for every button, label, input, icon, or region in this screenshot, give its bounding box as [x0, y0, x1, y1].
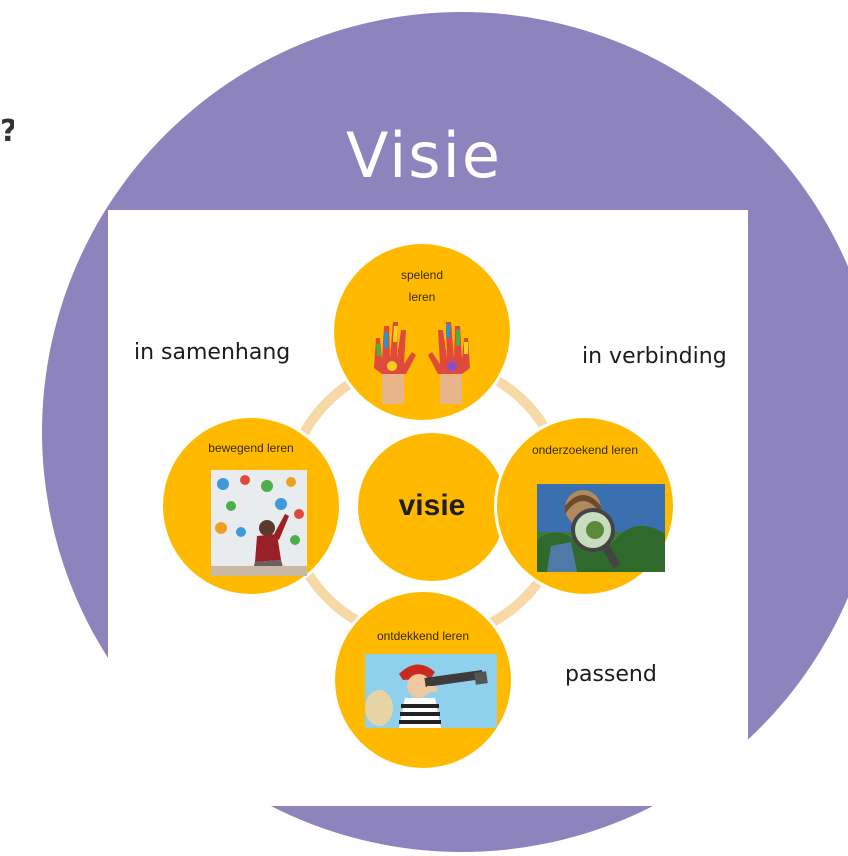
child-climbing-wall-image	[211, 470, 307, 576]
node-spelend-leren: spelend leren	[334, 244, 510, 420]
label-in-samenhang: in samenhang	[134, 340, 291, 365]
title: Visie	[346, 119, 502, 192]
painted-hands-image	[374, 322, 470, 404]
label-passend: passend	[565, 662, 657, 687]
node-bewegend-leren: bewegend leren	[163, 418, 339, 594]
node-label-onderzoekend-leren: onderzoekend leren	[531, 443, 639, 457]
center-label: visie	[398, 489, 466, 522]
center-circle: visie	[358, 433, 506, 581]
node-onderzoekend-leren: onderzoekend leren	[497, 418, 673, 594]
label-in-verbinding: in verbinding	[582, 344, 727, 369]
node-label-ontdekkend-leren: ontdekkend leren	[376, 629, 470, 643]
cropped-question-mark: ?	[0, 118, 14, 146]
node-ontdekkend-leren: ontdekkend leren	[335, 592, 511, 768]
node-label-bewegend-leren: bewegend leren	[208, 441, 294, 455]
child-magnifying-glass-image	[537, 484, 665, 572]
child-telescope-image	[365, 654, 497, 728]
node-label-spelend-leren: spelend leren	[400, 268, 444, 304]
